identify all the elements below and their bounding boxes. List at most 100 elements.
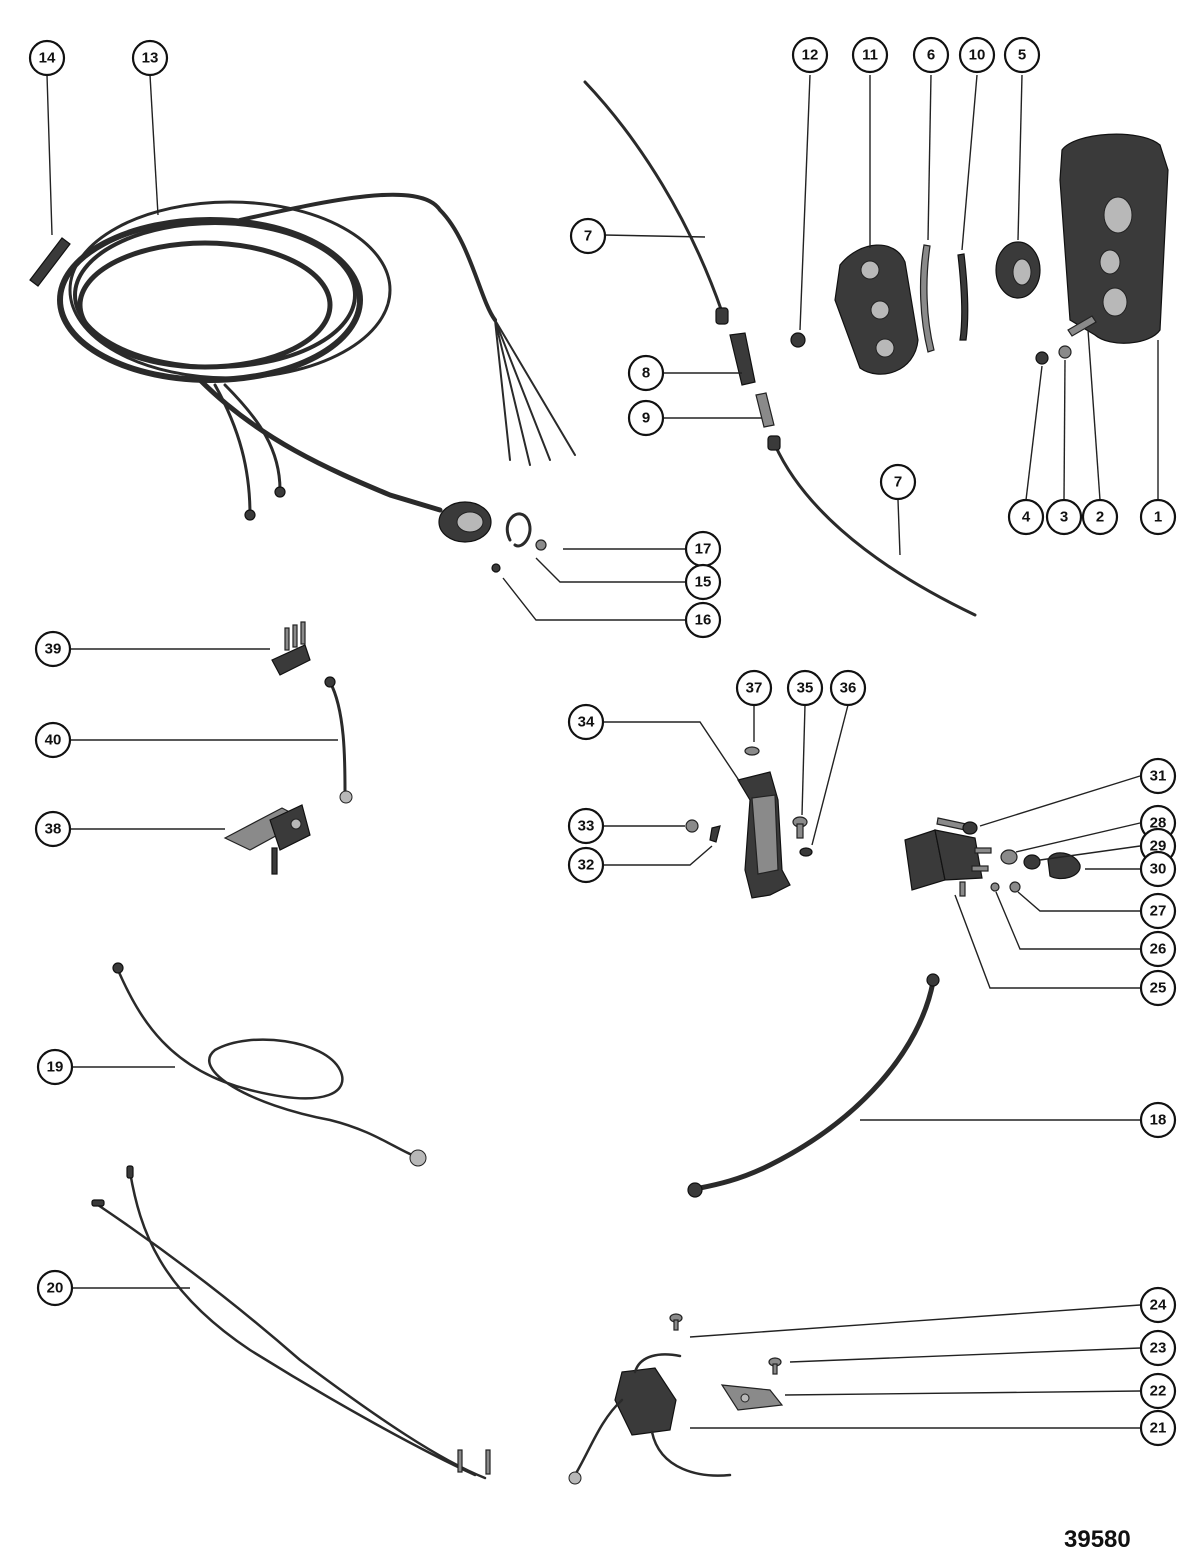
- part-8-connector: [729, 332, 756, 386]
- callout-25: 25: [1139, 969, 1177, 1007]
- svg-text:19: 19: [47, 1059, 64, 1076]
- callout-37: 37: [735, 669, 773, 707]
- callout-38: 38: [34, 810, 72, 848]
- part-2-stud: [1067, 315, 1097, 337]
- callout-36: 36: [829, 669, 867, 707]
- part-19-lead: [112, 962, 427, 1167]
- callout-7-lower: 7: [879, 463, 917, 501]
- part-7-cable: [583, 80, 977, 617]
- callout-31: 31: [1139, 757, 1177, 795]
- part-14-sleeve: [29, 237, 71, 287]
- callout-19: 19: [36, 1048, 74, 1086]
- svg-text:9: 9: [642, 410, 650, 427]
- part-34-bracket: [737, 771, 791, 899]
- part-1-panel: [1059, 133, 1169, 344]
- callout-1: 1: [1139, 498, 1177, 536]
- callout-27: 27: [1139, 892, 1177, 930]
- svg-text:20: 20: [47, 1280, 64, 1297]
- callout-11: 11: [851, 36, 889, 74]
- svg-text:16: 16: [695, 612, 712, 629]
- callout-32: 32: [567, 846, 605, 884]
- part-15-clamp: [505, 512, 532, 548]
- svg-text:6: 6: [927, 47, 935, 64]
- part-9-sleeve: [755, 392, 775, 428]
- part-22-bracket: [720, 1384, 784, 1411]
- callout-16: 16: [684, 601, 722, 639]
- svg-text:3: 3: [1060, 509, 1068, 526]
- callout-22: 22: [1139, 1372, 1177, 1410]
- callout-15: 15: [684, 563, 722, 601]
- callout-14: 14: [28, 39, 66, 77]
- part-18-cable: [687, 973, 940, 1198]
- callout-3: 3: [1045, 498, 1083, 536]
- svg-text:27: 27: [1150, 903, 1167, 920]
- svg-text:33: 33: [578, 818, 595, 835]
- svg-text:7: 7: [894, 474, 902, 491]
- part-6-gasket: [919, 244, 935, 353]
- callout-40: 40: [34, 721, 72, 759]
- part-20-twin-lead: [91, 1165, 491, 1480]
- svg-text:28: 28: [1150, 815, 1167, 832]
- svg-text:8: 8: [642, 365, 650, 382]
- svg-text:4: 4: [1022, 509, 1031, 526]
- callout-33: 33: [567, 807, 605, 845]
- callout-20: 20: [36, 1269, 74, 1307]
- part-24-screw: [669, 1313, 683, 1331]
- drawing-number: 39580: [1064, 1526, 1131, 1553]
- svg-text:32: 32: [578, 857, 595, 874]
- callout-18: 18: [1139, 1101, 1177, 1139]
- svg-text:18: 18: [1150, 1112, 1167, 1129]
- part-32-lockwasher: [709, 825, 721, 843]
- svg-text:30: 30: [1150, 861, 1167, 878]
- callout-35: 35: [786, 669, 824, 707]
- svg-text:14: 14: [39, 50, 56, 67]
- part-29-nut: [1023, 854, 1041, 870]
- part-39-connector: [271, 621, 311, 676]
- svg-text:7: 7: [584, 228, 592, 245]
- svg-text:10: 10: [969, 47, 986, 64]
- part-5-grommet: [995, 241, 1041, 299]
- part-17-nut: [535, 539, 547, 551]
- svg-text:40: 40: [45, 732, 62, 749]
- svg-text:21: 21: [1150, 1420, 1167, 1437]
- part-23-screw: [768, 1357, 782, 1375]
- svg-text:35: 35: [797, 680, 814, 697]
- svg-text:23: 23: [1150, 1340, 1167, 1357]
- part-33-nut: [685, 819, 699, 833]
- callout-39: 39: [34, 630, 72, 668]
- callout-24: 24: [1139, 1286, 1177, 1324]
- callout-9: 9: [627, 399, 665, 437]
- part-30-boot: [1047, 852, 1081, 880]
- part-28-washer: [1000, 849, 1018, 865]
- svg-text:24: 24: [1150, 1297, 1167, 1314]
- svg-text:26: 26: [1150, 941, 1167, 958]
- callout-26: 26: [1139, 930, 1177, 968]
- part-10-gasket: [957, 253, 969, 341]
- callout-30: 30: [1139, 850, 1177, 888]
- svg-text:39: 39: [45, 641, 62, 658]
- part-27-nut: [1009, 881, 1021, 893]
- svg-text:11: 11: [862, 47, 878, 64]
- svg-text:36: 36: [840, 680, 857, 697]
- svg-text:37: 37: [746, 680, 763, 697]
- svg-text:34: 34: [578, 714, 595, 731]
- callout-34: 34: [567, 703, 605, 741]
- part-13-wiring-harness: [57, 192, 576, 543]
- callout-2: 2: [1081, 498, 1119, 536]
- svg-text:29: 29: [1150, 838, 1167, 855]
- part-4-nut: [1035, 351, 1049, 365]
- svg-text:1: 1: [1154, 509, 1162, 526]
- part-11-bracket: [834, 244, 919, 375]
- svg-text:22: 22: [1150, 1383, 1167, 1400]
- svg-text:5: 5: [1018, 47, 1026, 64]
- part-12-screw: [790, 332, 806, 348]
- part-25-solenoid: [904, 829, 992, 897]
- part-36-nut: [799, 847, 813, 857]
- svg-text:13: 13: [142, 50, 159, 67]
- part-31-screw: [936, 817, 978, 835]
- callout-13: 13: [131, 39, 169, 77]
- part-38-bracket: [223, 804, 311, 875]
- part-37-washer: [744, 746, 760, 756]
- callout-23: 23: [1139, 1329, 1177, 1367]
- leader-lines: [46, 74, 1159, 1429]
